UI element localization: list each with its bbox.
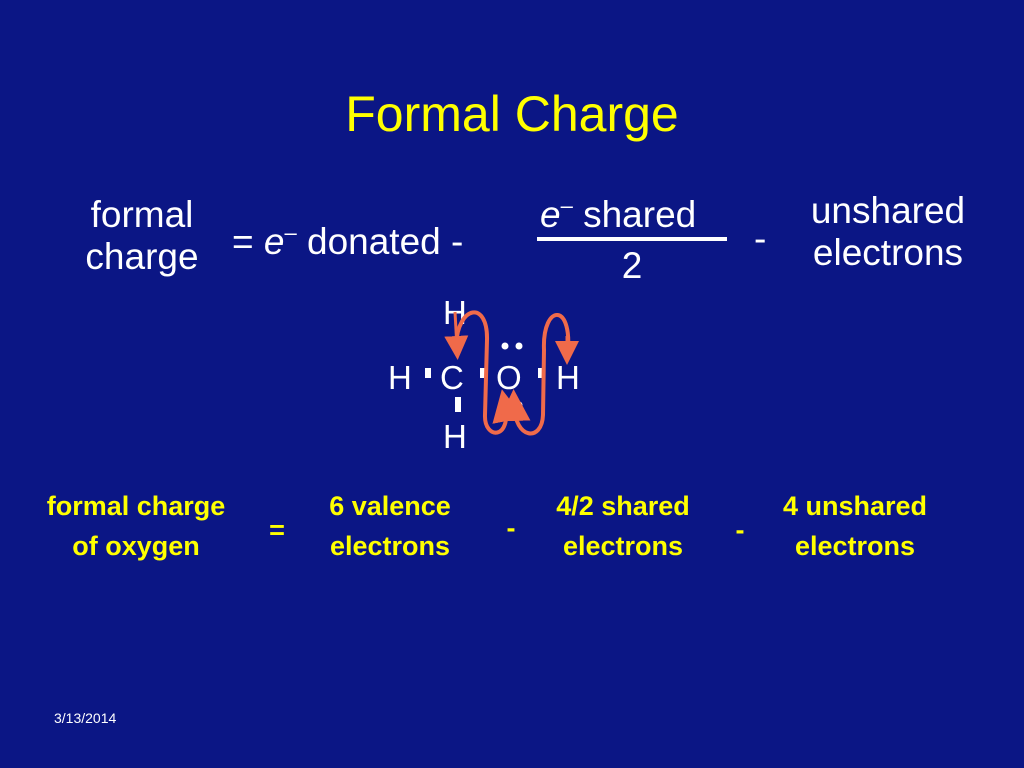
calc-term2-line1: 6 valence [329, 491, 451, 521]
atom-h-right: H [556, 359, 580, 396]
electron-charge-superscript: – [284, 220, 297, 245]
donated-label: donated - [307, 221, 464, 262]
formula-rhs-line1: unshared [810, 190, 966, 231]
calc-term4-line1: 4 unshared [782, 491, 928, 521]
calc-term-formal-charge: formal charge of oxygen [16, 486, 256, 566]
slide-title: Formal Charge [345, 86, 679, 142]
electron-charge-superscript-shared: – [560, 193, 573, 218]
footer-date: 3/13/2014 [54, 710, 117, 726]
electron-symbol-shared: e [540, 194, 561, 235]
formula-donated-term: = e– donated - [232, 220, 464, 268]
formula-rhs: unshared electrons [788, 190, 988, 274]
fraction-denominator: 2 [621, 245, 643, 286]
calc-term3-line1: 4/2 shared [556, 491, 690, 521]
formula-lhs-line2: charge [85, 236, 199, 277]
calc-equals: = [269, 515, 285, 545]
arrow-shared-oh-bond [498, 313, 571, 436]
shared-label: shared [583, 194, 697, 235]
bond-o-h [538, 368, 544, 378]
calc-term2-line2: electrons [329, 531, 451, 561]
bond-c-h-bottom [455, 397, 461, 412]
electron-symbol: e [263, 221, 285, 262]
atom-carbon: C [440, 359, 464, 396]
formula-lhs-line1: formal [90, 194, 194, 235]
arrow-shared-ch-bond [454, 310, 524, 435]
calc-term3-line2: electrons [562, 531, 684, 561]
formula-rhs-line2: electrons [812, 232, 964, 273]
formula-minus: - [754, 218, 767, 259]
fraction-numerator: e– shared [540, 193, 697, 241]
lone-pair-bottom-right [515, 401, 523, 409]
calc-minus-1: - [506, 513, 516, 543]
calc-term-valence: 6 valence electrons [290, 486, 490, 566]
arrow-h-top [444, 311, 469, 360]
atom-h-bottom: H [443, 418, 467, 455]
fraction-bar [537, 237, 727, 241]
formula-lhs: formal charge [62, 194, 222, 278]
lone-pair-top-right [515, 342, 523, 350]
calc-term-unshared: 4 unshared electrons [750, 486, 960, 566]
bond-c-o [480, 368, 486, 378]
lone-pair-top-left [501, 342, 509, 350]
bond-h-c [425, 368, 431, 378]
atom-h-left: H [388, 359, 412, 396]
formula-equals: = [232, 221, 254, 262]
calc-term1-line2: of oxygen [72, 531, 200, 561]
calc-term1-line1: formal charge [46, 491, 226, 521]
calc-term-shared: 4/2 shared electrons [523, 486, 723, 566]
calc-minus-2: - [735, 515, 745, 545]
calc-term4-line2: electrons [794, 531, 916, 561]
